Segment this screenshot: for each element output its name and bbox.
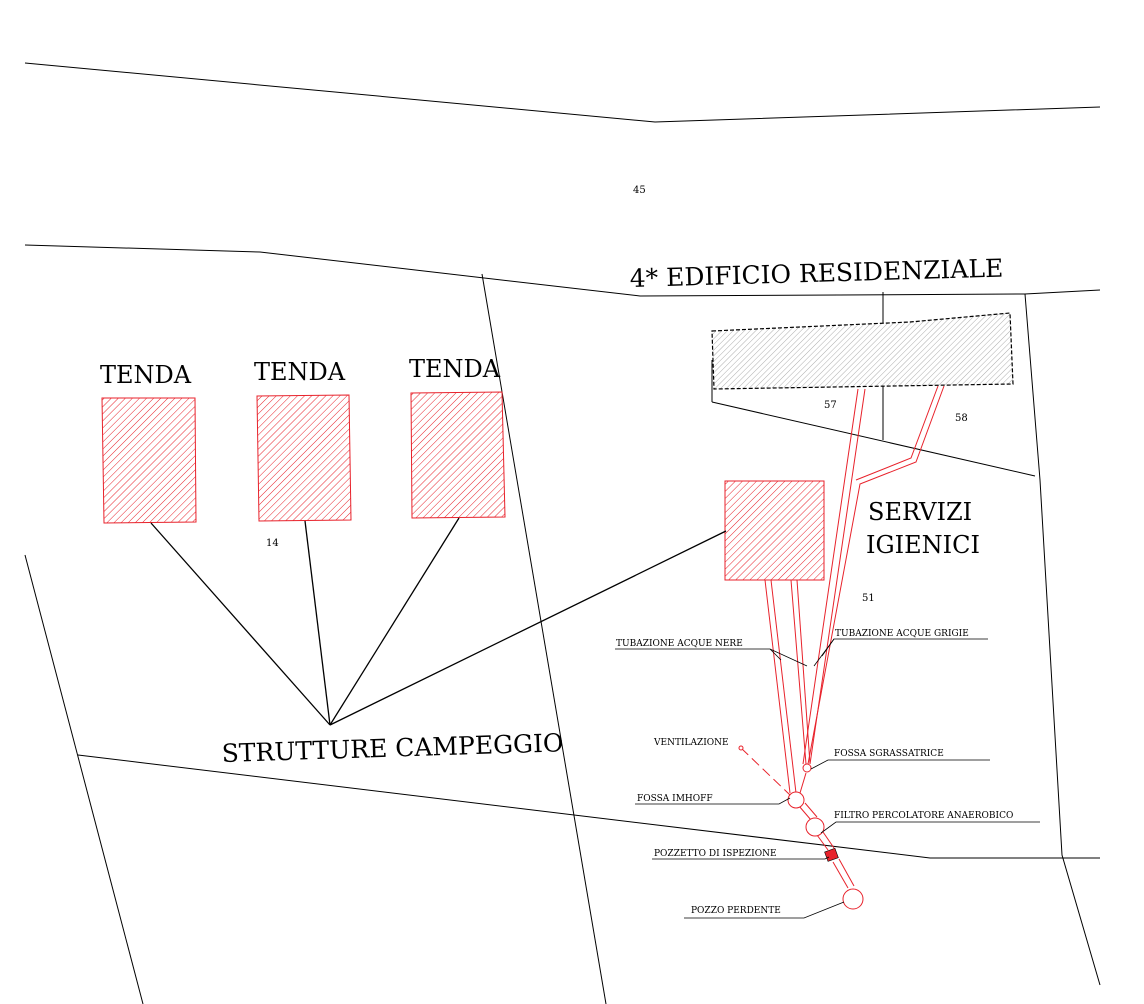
residential-building-label: 4* EDIFICIO RESIDENZIALE xyxy=(629,254,1003,293)
grease-trap xyxy=(802,763,812,773)
parcel-line-right-inner xyxy=(711,401,1036,477)
anaerobic-filter xyxy=(805,817,825,837)
tent-2 xyxy=(256,394,352,522)
tent-3 xyxy=(410,391,506,519)
parcel-number-45: 45 xyxy=(633,185,646,196)
tent-3-label: TENDA xyxy=(409,355,501,383)
parcel-line-mid-diag xyxy=(481,273,607,1004)
soakaway-well-label: POZZO PERDENTE xyxy=(691,906,781,916)
imhoff-tank xyxy=(787,791,805,809)
services-label-line2: IGIENICI xyxy=(866,531,980,559)
parcel-number-58: 58 xyxy=(955,413,968,424)
parcel-line-top xyxy=(24,62,1101,123)
ventilation-pipe xyxy=(740,747,791,796)
camping-leaders xyxy=(150,517,727,726)
sanitary-services-block xyxy=(724,480,825,581)
imhoff-tank-label: FOSSA IMHOFF xyxy=(637,794,713,804)
tent-2-label: TENDA xyxy=(254,358,346,386)
residential-building xyxy=(711,312,1014,390)
camping-structures-label: STRUTTURE CAMPEGGIO xyxy=(221,728,564,768)
grey-water-pipe-label: TUBAZIONE ACQUE GRIGIE xyxy=(835,629,969,639)
tent-1 xyxy=(101,397,197,524)
soakaway-well xyxy=(842,888,864,910)
parcel-boundaries xyxy=(24,62,1101,1004)
parcel-number-51: 51 xyxy=(862,593,875,604)
parcel-line-lower xyxy=(77,754,1100,859)
black-water-pipe-label: TUBAZIONE ACQUE NERE xyxy=(616,639,743,649)
ventilation-label: VENTILAZIONE xyxy=(653,738,729,748)
parcel-line-upper xyxy=(24,244,1101,297)
callout-leaders xyxy=(615,638,1040,919)
parcel-number-14: 14 xyxy=(266,538,279,549)
inspection-well-label: POZZETTO DI ISPEZIONE xyxy=(654,849,777,859)
inspection-well xyxy=(824,847,839,862)
tent-1-label: TENDA xyxy=(100,361,192,389)
pipes xyxy=(738,385,945,889)
parcel-number-57: 57 xyxy=(824,400,837,411)
parcel-line-right xyxy=(1024,293,1101,986)
parcel-line-left-diag xyxy=(24,554,144,1004)
services-label-line1: SERVIZI xyxy=(868,498,972,526)
anaerobic-filter-label: FILTRO PERCOLATORE ANAEROBICO xyxy=(834,811,1013,821)
grease-trap-label: FOSSA SGRASSATRICE xyxy=(834,749,944,759)
